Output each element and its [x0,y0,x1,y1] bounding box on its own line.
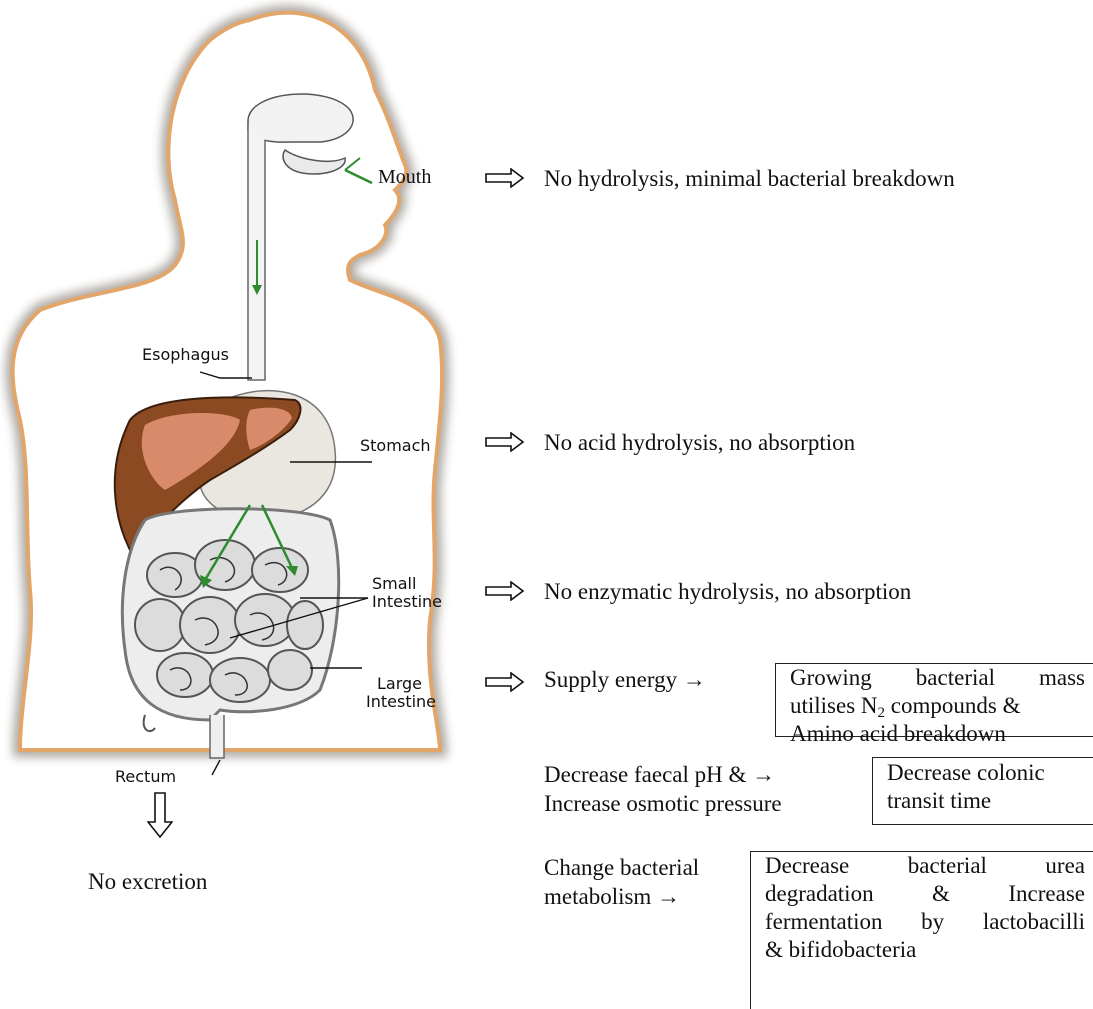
digestive-system-illustration [0,0,470,860]
bacterial-mass-line3: Amino acid breakdown [790,720,1085,748]
metabolism-text-line2: metabolism → [544,883,680,911]
small-intestine-effect-text: No enzymatic hydrolysis, no absorption [544,578,911,606]
large-intestine-label-line2: Intestine [366,693,436,711]
stomach-effect-text: No acid hydrolysis, no absorption [544,429,855,457]
large-intestine-effect-text: Supply energy → [544,666,706,694]
ph-text-line2: Increase osmotic pressure [544,790,782,818]
right-arrow-icon [485,168,525,188]
transit-time-line2: transit time [887,787,1085,815]
mouth-label: Mouth [378,168,431,186]
stomach-label: Stomach [360,437,431,455]
metabolism-text-line1: Change bacterial [544,854,699,882]
bacterial-mass-box: Growing bacterial mass utilises N2 compo… [775,663,1093,737]
down-arrow-icon [147,792,173,838]
large-intestine-label-line1: Large [377,675,422,693]
urea-line1: Decrease bacterial urea [765,852,1085,880]
small-intestine-loops [135,540,323,702]
transit-time-line1: Decrease colonic [887,759,1085,787]
small-intestine-label-line2: Intestine [372,593,442,611]
urea-degradation-box: Decrease bacterial urea degradation & In… [750,851,1093,1009]
rectum-label: Rectum [115,768,176,786]
right-arrow-icon [485,672,525,692]
right-arrow-icon [485,432,525,452]
ph-text-line1: Decrease faecal pH & → [544,761,775,789]
rectum-organ [210,715,224,758]
bacterial-mass-line1: Growing bacterial mass [790,664,1085,692]
urea-line3: fermentation by lactobacilli [765,908,1085,936]
right-arrow-icon [485,581,525,601]
urea-line2: degradation & Increase [765,880,1085,908]
esophagus-label: Esophagus [142,346,229,364]
no-excretion-text: No excretion [88,868,207,896]
urea-line4: & bifidobacteria [765,936,1085,964]
transit-time-box: Decrease colonic transit time [872,757,1093,825]
mouth-effect-text: No hydrolysis, minimal bacterial breakdo… [544,165,955,193]
oral-cavity [248,94,353,142]
small-intestine-label-line1: Small [372,575,416,593]
bacterial-mass-line2: utilises N2 compounds & [790,692,1085,720]
